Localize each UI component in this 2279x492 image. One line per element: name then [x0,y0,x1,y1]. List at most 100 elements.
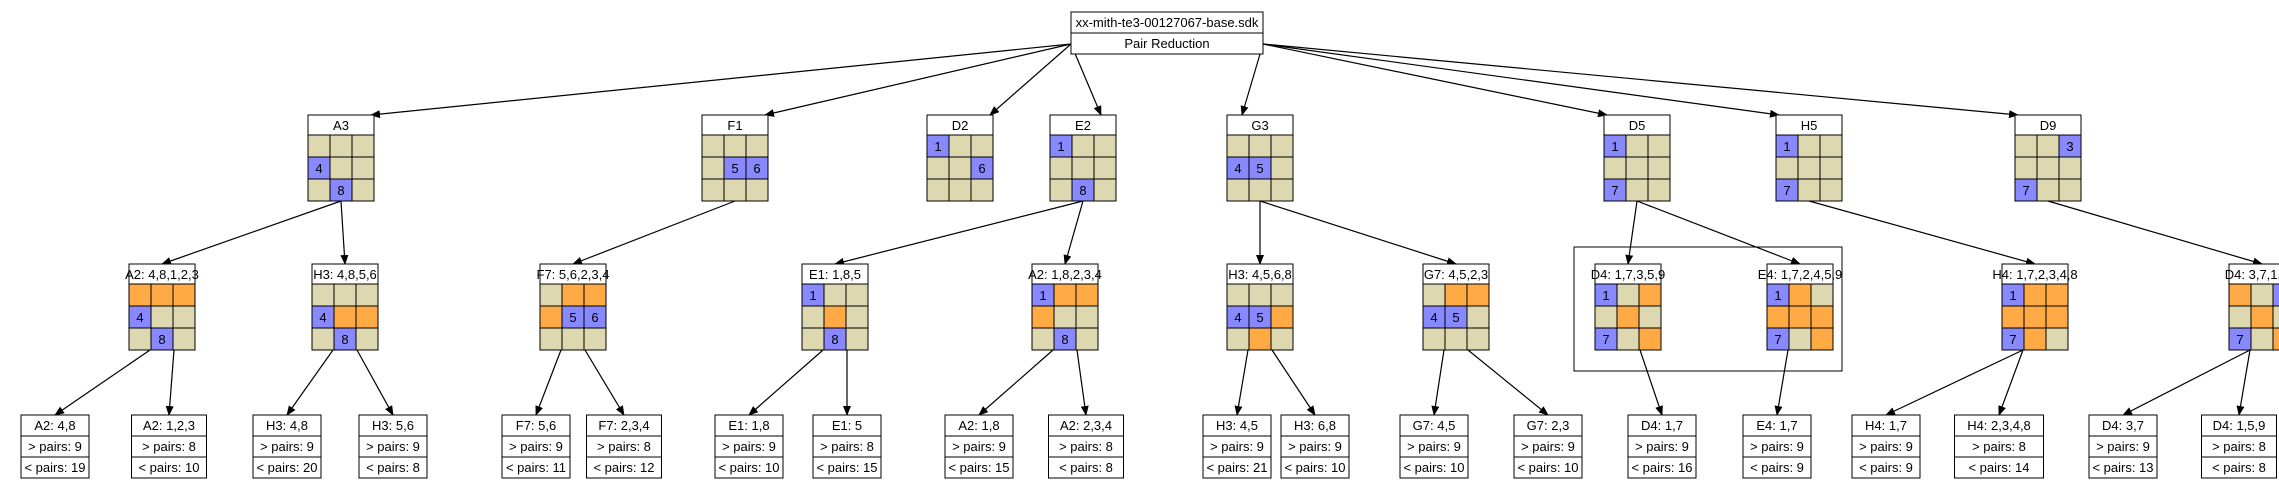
leaf-row-box [714,456,784,479]
cell-digit: 1 [1774,288,1781,303]
grid-cell [1093,178,1117,202]
grid-cell [1270,156,1294,180]
tree-edge [165,349,175,416]
grid-cell [745,134,769,158]
cell-digit: 1 [1611,139,1618,154]
tree-edge [161,200,342,265]
grid-cell [723,178,747,202]
level1-label: F1 [727,118,742,133]
tree-edge [1467,349,1549,416]
grid-cell [845,283,869,307]
grid-cell [2036,178,2060,202]
grid-cell [2250,327,2274,351]
grid-cell [1270,283,1294,307]
grid-cell [1616,305,1640,329]
leaf-node: D4: 1,5,9> pairs: 8< pairs: 8 [2201,414,2277,479]
cell-digit: 8 [341,332,348,347]
tree-edge [764,43,1072,117]
grid-cell [2023,283,2047,307]
grid-cell [311,327,335,351]
grid-cell [1226,178,1250,202]
level2-label: A2: 1,8,2,3,4 [1028,267,1102,282]
tree-edge [1636,200,1801,265]
leaf-less-pairs: < pairs: 15 [816,460,877,475]
cell-digit: 7 [1611,183,1618,198]
leaf-less-pairs: < pairs: 8 [1059,460,1113,475]
level2-node: A2: 4,8,1,2,348 [125,263,199,351]
grid-cell [1466,305,1490,329]
tree-edge [1234,349,1249,416]
grid-cell [1270,327,1294,351]
grid-cell [948,156,972,180]
grid-cell [351,178,375,202]
grid-cell [2036,134,2060,158]
leaf-label: A2: 1,8 [958,418,999,433]
grid-cell [2036,156,2060,180]
leaf-greater-pairs: > pairs: 8 [820,439,874,454]
grid-cell [1075,327,1099,351]
grid-cell [1810,305,1834,329]
grid-cell [1466,283,1490,307]
grid-cell [307,134,331,158]
grid-cell [801,305,825,329]
tree-edge [978,349,1054,416]
grid-cell [172,283,196,307]
tree-edge [1808,200,2036,266]
grid-cell [1819,134,1843,158]
leaf-less-pairs: < pairs: 20 [256,460,317,475]
leaf-label: H4: 2,3,4,8 [1967,418,2031,433]
leaf-label: E1: 5 [832,418,862,433]
grid-cell [1053,305,1077,329]
grid-cell [745,178,769,202]
grid-cell [701,178,725,202]
grid-cell [701,134,725,158]
cell-digit: 4 [1234,161,1241,176]
leaf-less-pairs: < pairs: 10 [138,460,199,475]
grid-cell [2272,283,2279,307]
grid-cell [172,305,196,329]
leaf-greater-pairs: > pairs: 9 [1635,439,1689,454]
grid-cell [128,283,152,307]
level2-node: H3: 4,8,5,648 [311,263,379,351]
leaf-row-box [586,456,662,479]
grid-cell [1810,327,1834,351]
cell-digit: 7 [1602,332,1609,347]
level2-label: H3: 4,5,6,8 [1228,267,1292,282]
leaf-less-pairs: < pairs: 9 [1859,460,1913,475]
cell-digit: 7 [2009,332,2016,347]
leaf-less-pairs: < pairs: 8 [2212,460,2266,475]
tree-edge [1431,349,1445,416]
leaf-row-box [1954,456,2044,479]
leaf-less-pairs: < pairs: 15 [948,460,1009,475]
leaf-row-box [1627,456,1697,479]
leaf-greater-pairs: > pairs: 9 [260,439,314,454]
leaf-row-box [252,456,322,479]
cell-digit: 4 [1234,310,1241,325]
leaf-less-pairs: < pairs: 21 [1206,460,1267,475]
grid-cell [1638,305,1662,329]
leaf-row-box [1513,456,1583,479]
leaf-label: H3: 5,6 [372,418,414,433]
root-subtitle-box [1070,32,1264,55]
level2-label: H4: 1,7,2,3,4,8 [1992,267,2077,282]
grid-cell [1797,178,1821,202]
leaf-greater-pairs: > pairs: 9 [2096,439,2150,454]
level2-label: D4: 1,7,3,5,9 [1591,267,1665,282]
grid-cell [1797,134,1821,158]
cell-digit: 8 [337,183,344,198]
grid-cell [823,305,847,329]
grid-cell [2058,156,2082,180]
cell-digit: 3 [2066,139,2073,154]
grid-cell [823,283,847,307]
grid-cell [1616,283,1640,307]
grid-cell [1810,283,1834,307]
tree-edge [1063,200,1084,265]
grid-cell [1270,134,1294,158]
tree-edge [2122,349,2251,416]
cell-digit: 5 [1256,310,1263,325]
